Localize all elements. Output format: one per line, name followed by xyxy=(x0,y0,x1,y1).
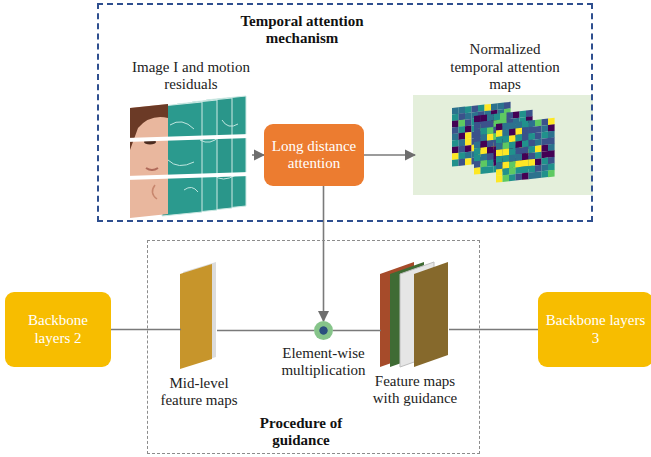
image-stack xyxy=(126,96,250,218)
guided-maps xyxy=(380,262,448,367)
connector xyxy=(252,154,264,156)
figure-label: Mid-level feature maps xyxy=(158,375,240,410)
connector xyxy=(333,330,381,332)
box-label: Backbone layers 2 xyxy=(5,312,111,347)
backbone-box: Backbone layers 2 xyxy=(5,292,111,367)
backbone-box: Backbone layers 3 xyxy=(538,292,651,367)
heat-maps xyxy=(452,102,555,183)
connector xyxy=(364,154,415,156)
figure-label: Normalized temporal attention maps xyxy=(449,41,561,93)
map-panel xyxy=(413,95,593,195)
connector xyxy=(449,329,538,331)
guidance-region: Procedure of guidance Mid-level feature m… xyxy=(147,240,480,454)
multiply-node: Element-wise multiplication xyxy=(314,321,333,340)
process-box: Long distance attention xyxy=(264,124,364,186)
box-label: Long distance attention xyxy=(264,138,364,173)
attention-region: Temporal attention mechanismImage I and … xyxy=(97,3,593,222)
feature-map: Mid-level feature maps xyxy=(181,263,217,370)
region-title: Temporal attention mechanism xyxy=(222,13,382,48)
figure-label: Feature maps with guidance xyxy=(367,373,463,408)
box-label: Backbone layers 3 xyxy=(538,312,651,347)
region-title: Procedure of guidance xyxy=(249,415,353,450)
attention-maps: Normalized temporal attention maps xyxy=(415,97,595,197)
connector xyxy=(111,329,181,331)
connector xyxy=(323,186,325,321)
mid-level-map xyxy=(180,262,216,369)
feature-map-stack: Feature maps with guidance xyxy=(381,263,449,368)
connector xyxy=(217,330,314,332)
figure-label: Element-wise multiplication xyxy=(276,345,372,380)
image-stack: Image I and motion residuals xyxy=(130,97,252,219)
figure-label: Image I and motion residuals xyxy=(129,59,253,94)
